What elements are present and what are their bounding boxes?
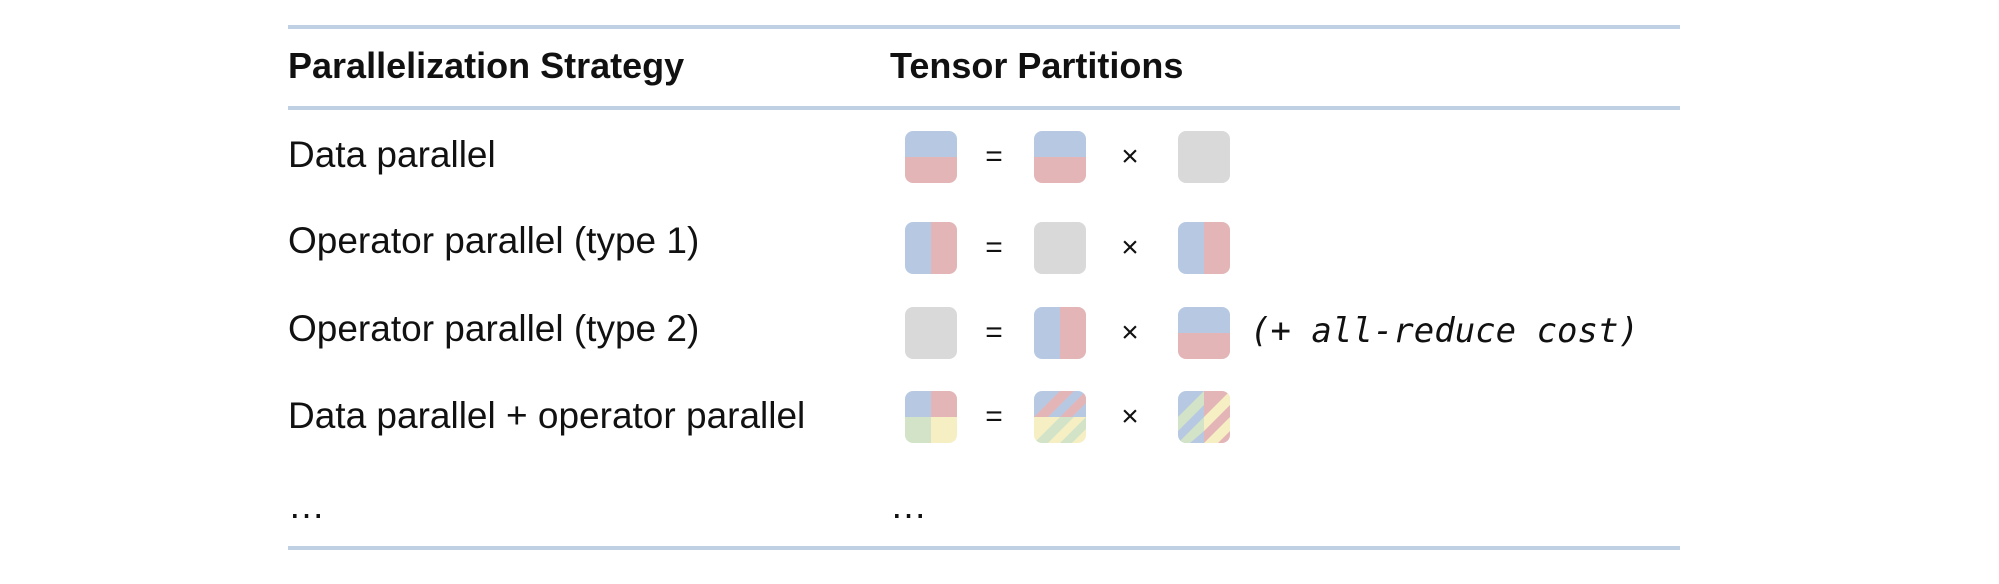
row-label-data-plus-operator-parallel: Data parallel + operator parallel bbox=[288, 395, 806, 436]
strategy-column-header: Parallelization Strategy bbox=[288, 45, 685, 86]
striped-tile bbox=[1034, 391, 1086, 443]
row-split-tile bbox=[905, 131, 957, 183]
row-label-ellipsis: … bbox=[288, 485, 325, 526]
times-sign: × bbox=[1121, 400, 1139, 433]
col-split-tile bbox=[905, 222, 957, 274]
partitions-column-header: Tensor Partitions bbox=[890, 45, 1184, 86]
replicated-tile bbox=[1178, 131, 1230, 183]
equals-sign: = bbox=[985, 400, 1003, 433]
top-rule bbox=[288, 25, 1680, 29]
replicated-tile bbox=[905, 307, 957, 359]
row-label-data-parallel: Data parallel bbox=[288, 134, 496, 175]
equals-sign: = bbox=[985, 231, 1003, 264]
partitions-ellipsis: … bbox=[890, 485, 927, 526]
header-rule bbox=[288, 106, 1680, 110]
times-sign: × bbox=[1121, 231, 1139, 264]
bottom-rule bbox=[288, 546, 1680, 550]
row-split-tile bbox=[1034, 131, 1086, 183]
equals-sign: = bbox=[985, 140, 1003, 173]
times-sign: × bbox=[1121, 140, 1139, 173]
all-reduce-cost-note: (+ all-reduce cost) bbox=[1250, 311, 1639, 351]
equals-sign: = bbox=[985, 316, 1003, 349]
row-split-tile bbox=[1178, 307, 1230, 359]
times-sign: × bbox=[1121, 316, 1139, 349]
col-split-tile bbox=[1178, 222, 1230, 274]
striped-tile bbox=[1178, 391, 1230, 443]
row-label-operator-parallel-type-1: Operator parallel (type 1) bbox=[288, 220, 700, 261]
row-label-operator-parallel-type-2: Operator parallel (type 2) bbox=[288, 308, 700, 349]
col-split-tile bbox=[1034, 307, 1086, 359]
replicated-tile bbox=[1034, 222, 1086, 274]
quad-split-tile bbox=[905, 391, 957, 443]
